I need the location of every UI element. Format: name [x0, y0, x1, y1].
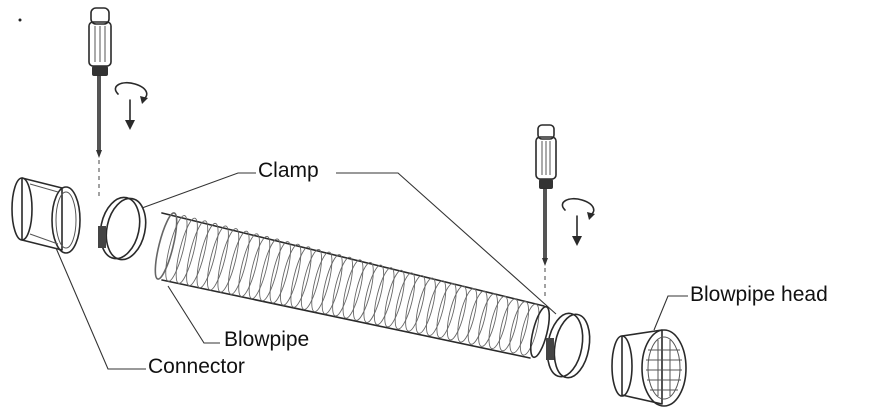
hose-ring: [300, 248, 322, 310]
hose-ring: [332, 256, 354, 317]
blowpipe-part: [154, 212, 551, 359]
screwdriver-icon: [88, 7, 112, 200]
hose-ring: [436, 282, 457, 339]
blowpipe-label: Blowpipe: [224, 328, 310, 351]
connector-part: [11, 177, 81, 254]
hose-ring: [269, 241, 291, 304]
hose-ring: [529, 305, 551, 359]
stray-dot: [18, 18, 22, 22]
hose-ring: [353, 261, 374, 321]
hose-ring: [405, 275, 426, 332]
hose-ring: [415, 277, 436, 334]
hose-ring: [196, 222, 219, 289]
hose-ring: [238, 233, 260, 297]
hose-ring: [280, 243, 302, 306]
hose-ring: [394, 272, 416, 330]
clamp-part: [98, 196, 147, 261]
hose-ring: [384, 269, 405, 328]
hose-ring: [217, 228, 240, 293]
hose-ring: [467, 290, 488, 345]
hose-ring: [311, 251, 333, 313]
screwdriver-icon: [535, 124, 557, 300]
clamp-part: [546, 312, 591, 379]
hose-ring: [248, 235, 271, 300]
hose-ring: [154, 212, 178, 280]
hose-ring: [488, 295, 509, 350]
hose-ring: [446, 285, 467, 341]
hose-ring: [509, 301, 530, 354]
hose-ring: [165, 215, 188, 282]
rotate-arrow-icon: [114, 81, 148, 130]
hose-ring: [519, 303, 540, 356]
rotate-arrow-icon: [561, 197, 595, 246]
hose-ring: [207, 225, 229, 291]
leader-lines: [55, 172, 688, 370]
hose-ring: [227, 230, 250, 295]
blowpipe-head-label: Blowpipe head: [690, 283, 828, 306]
hose-ring: [290, 246, 312, 308]
hose-ring: [342, 259, 364, 319]
connector-label: Connector: [148, 355, 245, 378]
hose-ring: [363, 264, 385, 323]
hose-ring: [499, 298, 519, 352]
hose-ring: [478, 293, 498, 347]
clamp-label: Clamp: [258, 159, 319, 182]
hose-ring: [186, 220, 209, 287]
hose-ring: [373, 267, 395, 326]
hose-ring: [175, 217, 198, 284]
blowpipe-head-part: [611, 329, 687, 407]
hose-ring: [457, 288, 478, 343]
hose-ring: [321, 254, 343, 315]
hose-ring: [259, 238, 281, 302]
hose-ring: [426, 280, 447, 336]
